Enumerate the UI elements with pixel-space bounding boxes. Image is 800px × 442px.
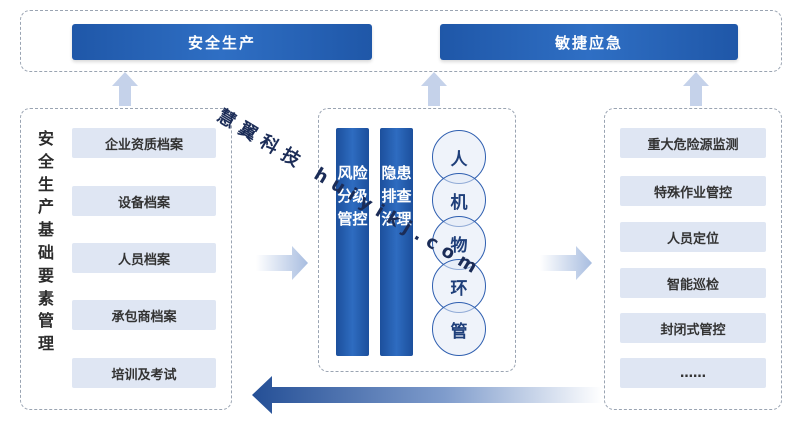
up-arrow-right [683, 72, 709, 106]
hazard-governance-bar: 隐患排查治理 [380, 128, 413, 356]
right-item-special-operation: 特殊作业管控 [620, 176, 766, 206]
left-item-personnel: 人员档案 [72, 243, 216, 273]
circle-material: 物 [432, 216, 486, 270]
circle-management: 管 [432, 302, 486, 356]
agile-emergency-header: 敏捷应急 [440, 24, 738, 60]
right-item-major-hazard: 重大危险源监测 [620, 128, 766, 158]
left-item-enterprise-qualification: 企业资质档案 [72, 128, 216, 158]
safety-production-header: 安全生产 [72, 24, 372, 60]
right-arrow-right [540, 246, 592, 280]
left-item-contractor: 承包商档案 [72, 300, 216, 330]
up-arrow-center [421, 72, 447, 106]
top-container [20, 10, 782, 72]
right-item-closed-control: 封闭式管控 [620, 313, 766, 343]
left-panel [20, 108, 232, 410]
center-panel [318, 108, 516, 372]
right-arrow-left [256, 246, 308, 280]
left-item-equipment: 设备档案 [72, 186, 216, 216]
up-arrow-left [112, 72, 138, 106]
left-panel-title: 安全生产基础要素管理 [37, 129, 54, 354]
right-item-ellipsis: …… [620, 358, 766, 388]
right-item-smart-inspection: 智能巡检 [620, 268, 766, 298]
return-arrow [252, 376, 602, 414]
right-item-personnel-location: 人员定位 [620, 222, 766, 252]
risk-control-bar: 风险分级管控 [336, 128, 369, 356]
left-item-training-exam: 培训及考试 [72, 358, 216, 388]
right-panel [604, 108, 782, 410]
